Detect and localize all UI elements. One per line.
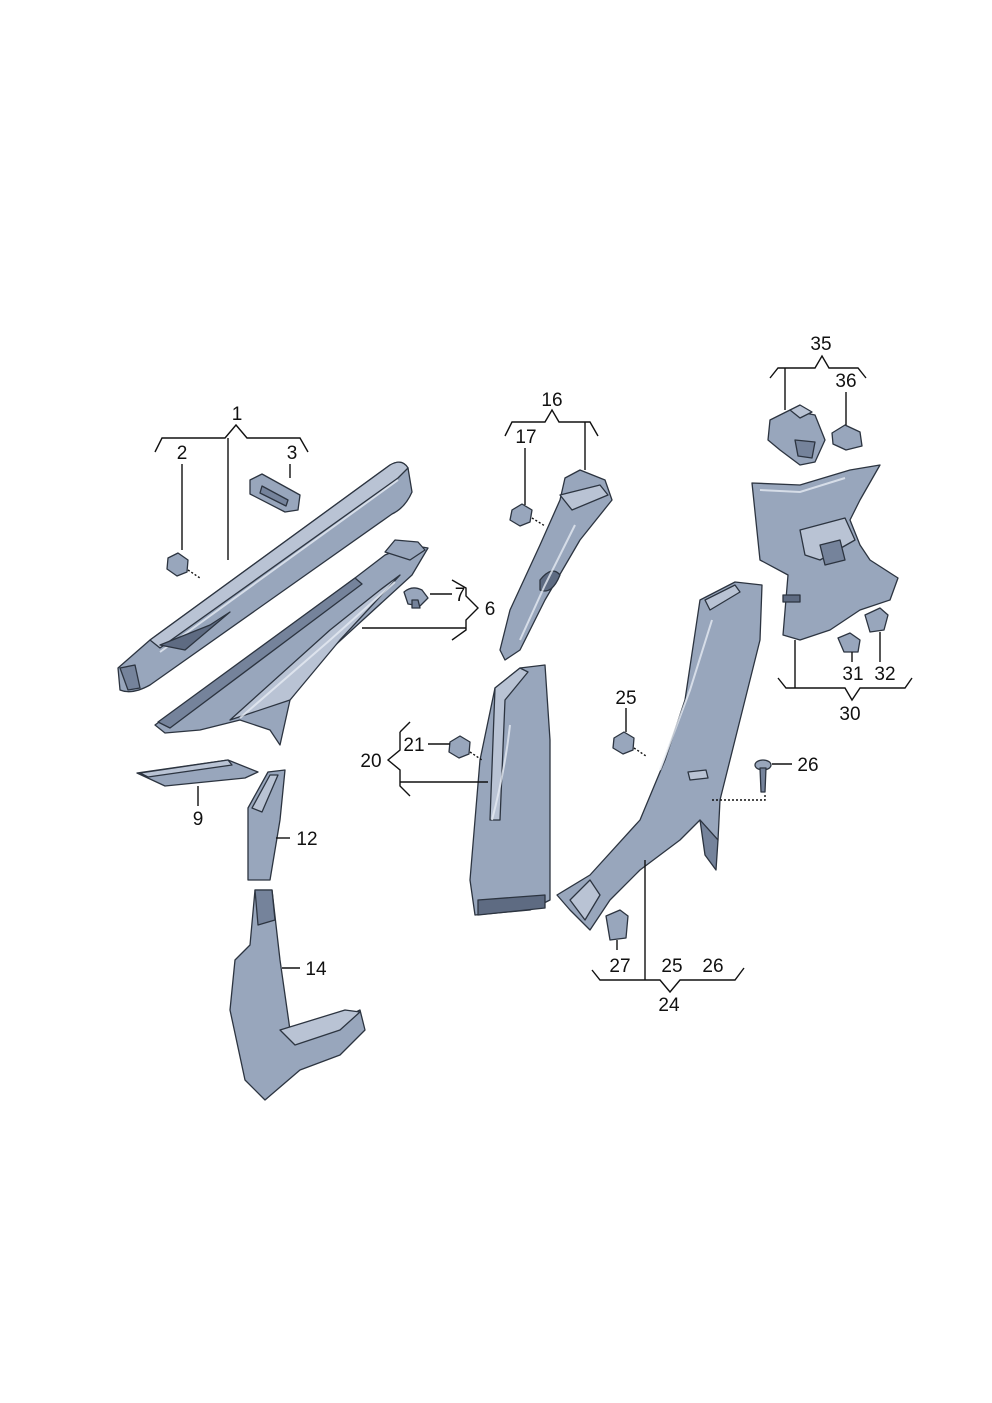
part-20-b-pillar-lower-trim	[469, 664, 551, 916]
leader-lines	[154, 354, 913, 994]
part-24-c-pillar-trim	[556, 581, 763, 931]
label-7: 7	[455, 585, 466, 606]
label-3: 3	[287, 443, 298, 464]
label-32: 32	[874, 664, 895, 685]
label-17: 17	[515, 427, 536, 448]
label-1: 1	[232, 404, 243, 425]
part-26-screw	[712, 759, 772, 801]
part-25-clip	[612, 731, 647, 757]
label-30: 30	[839, 704, 860, 725]
part-9-trim-cover	[136, 759, 259, 787]
part-labels: 1 2 3 7 6 9 12 14 16 17 20 21 25 26 27 2…	[177, 334, 896, 1016]
part-32-clip	[864, 607, 889, 633]
part-2-clip	[166, 552, 201, 579]
label-9: 9	[193, 809, 204, 830]
part-35-bracket	[767, 404, 826, 466]
part-36-clip	[831, 424, 863, 451]
part-27-clip	[605, 909, 629, 941]
label-25-group: 25	[661, 956, 682, 977]
label-6: 6	[485, 599, 496, 620]
label-24: 24	[658, 995, 680, 1016]
label-2: 2	[177, 443, 188, 464]
part-17-clip	[509, 503, 546, 527]
part-30-rear-quarter-trim	[751, 464, 899, 641]
label-26-screw: 26	[797, 755, 818, 776]
label-31: 31	[842, 664, 863, 685]
part-16-b-pillar-upper-trim	[499, 469, 613, 661]
label-14: 14	[305, 959, 327, 980]
label-16: 16	[541, 390, 562, 411]
part-3-bracket	[249, 473, 301, 513]
part-7-screw	[403, 587, 429, 609]
label-27: 27	[609, 956, 630, 977]
part-14-lower-trim	[229, 889, 366, 1101]
part-6-a-pillar-lower-trim	[154, 539, 429, 746]
label-26-group: 26	[702, 956, 723, 977]
label-25-clip: 25	[615, 688, 636, 709]
part-12-trim-strip	[247, 769, 286, 881]
label-12: 12	[296, 829, 317, 850]
part-21-clip	[448, 735, 483, 761]
part-1-a-pillar-upper-trim	[117, 461, 413, 693]
part-31-clip	[837, 632, 861, 653]
label-21: 21	[403, 735, 424, 756]
label-20: 20	[360, 751, 381, 772]
label-36: 36	[835, 371, 856, 392]
label-35: 35	[810, 334, 831, 355]
